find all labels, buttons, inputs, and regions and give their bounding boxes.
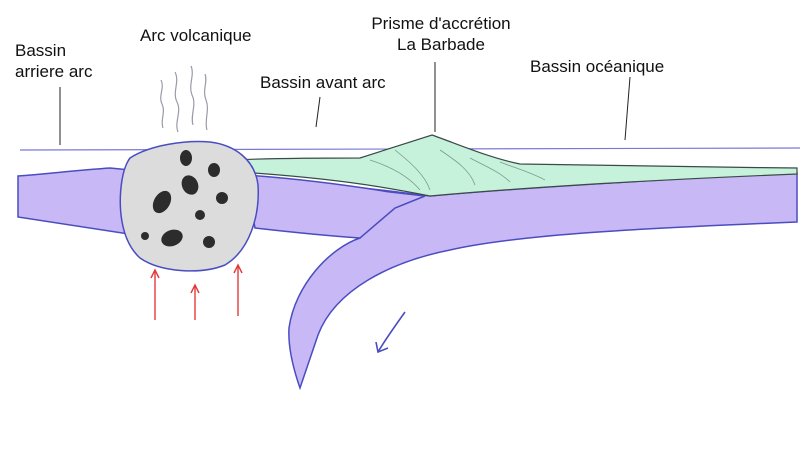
label-back-arc-basin-line2: arriere arc [15, 61, 92, 82]
label-accretion-prism-line2: La Barbade [356, 34, 526, 55]
label-oceanic-basin: Bassin océanique [530, 56, 664, 77]
steam-icon [161, 66, 208, 132]
label-accretion-prism: Prisme d'accrétion La Barbade [356, 13, 526, 55]
label-back-arc-basin-line1: Bassin [15, 40, 92, 61]
back-arc-crust [18, 168, 135, 235]
label-volcanic-arc: Arc volcanique [140, 25, 252, 46]
label-fore-arc-basin: Bassin avant arc [260, 72, 386, 93]
subduction-arrow-icon [376, 312, 405, 352]
heat-arrows [151, 265, 242, 320]
label-back-arc-basin: Bassin arriere arc [15, 40, 92, 82]
label-accretion-prism-line1: Prisme d'accrétion [356, 13, 526, 34]
